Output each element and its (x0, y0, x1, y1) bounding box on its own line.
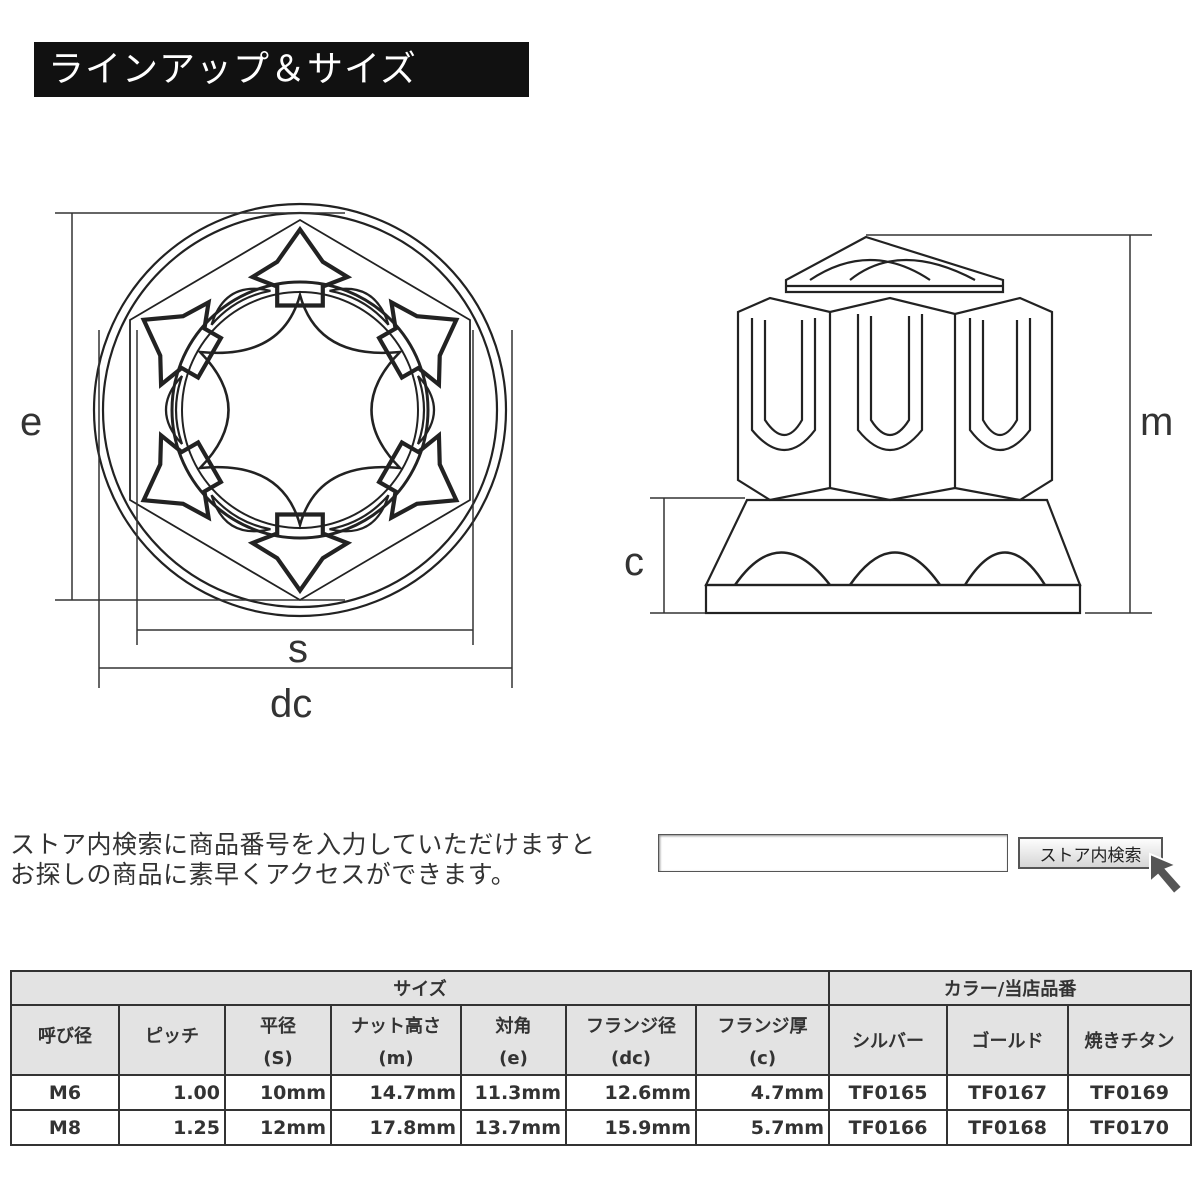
col-header-label: 対角 (495, 1015, 532, 1037)
table-cell: 14.7mm (330, 1074, 462, 1111)
col-header-nut-height: ナット高さ (m) (330, 1004, 462, 1076)
side-view-dimension-lines (650, 234, 1152, 614)
col-header-label: シルバー (852, 1031, 925, 1052)
table-cell: TF0170 (1067, 1109, 1193, 1146)
col-header-symbol: (c) (748, 1047, 777, 1069)
col-header-label: 焼きチタン (1084, 1031, 1175, 1052)
col-header-label: ピッチ (145, 1026, 199, 1047)
col-header-gold: ゴールド (946, 1004, 1070, 1076)
side-view (704, 235, 1082, 615)
dimension-label-s: s (288, 627, 308, 671)
header-group-size: サイズ (9, 970, 831, 1006)
col-header-label: フランジ厚 (717, 1015, 808, 1037)
table-cell: TF0168 (946, 1109, 1070, 1146)
dimension-label-m: m (1140, 400, 1174, 444)
dimension-label-c: c (624, 540, 644, 584)
col-header-label: ナット高さ (351, 1015, 441, 1037)
table-cell: 11.3mm (460, 1074, 567, 1111)
col-header-label: フランジ径 (586, 1015, 676, 1037)
table-cell: TF0165 (828, 1074, 949, 1111)
section-title: ラインアップ＆サイズ (34, 42, 529, 97)
table-row: M6 1.00 10mm 14.7mm 11.3mm 12.6mm 4.7mm … (10, 1074, 1193, 1111)
table-cell: 1.25 (118, 1109, 226, 1146)
col-header-nominal-diameter: 呼び径 (10, 1004, 120, 1076)
table-cell: 12mm (224, 1109, 332, 1146)
top-view-dimension-lines (55, 212, 513, 688)
col-header-label: 呼び径 (38, 1026, 92, 1047)
table-cell: 15.9mm (565, 1109, 697, 1146)
col-header-symbol: (S) (263, 1047, 293, 1069)
nut-dimension-drawing (55, 202, 1152, 688)
search-description-line2: お探しの商品に素早くアクセスができます。 (10, 860, 517, 889)
store-search-input[interactable] (658, 834, 1008, 872)
col-header-symbol: (e) (499, 1047, 528, 1069)
store-search-button[interactable]: ストア内検索 (1018, 837, 1163, 869)
col-header-flange-thickness: フランジ厚 (c) (694, 1004, 831, 1076)
col-header-symbol: (m) (378, 1047, 414, 1069)
table-cell: 13.7mm (460, 1109, 567, 1146)
table-cell: 1.00 (118, 1074, 226, 1111)
table-row: M8 1.25 12mm 17.8mm 13.7mm 15.9mm 5.7mm … (10, 1109, 1193, 1146)
table-cell: M8 (10, 1109, 120, 1146)
col-header-pitch: ピッチ (118, 1004, 226, 1076)
table-cell: 4.7mm (694, 1074, 831, 1111)
col-header-width-across-corners: 対角 (e) (460, 1004, 567, 1076)
col-header-label: 平径 (260, 1015, 296, 1037)
dimension-label-e: e (20, 400, 43, 444)
table-cell: TF0167 (946, 1074, 1070, 1111)
pointer-cursor-icon (1149, 852, 1184, 896)
col-header-width-across-flats: 平径 (S) (224, 1004, 332, 1076)
col-header-symbol: (dc) (610, 1047, 651, 1069)
table-cell: 17.8mm (330, 1109, 462, 1146)
header-group-color: カラー/当店品番 (828, 970, 1193, 1006)
table-cell: TF0169 (1067, 1074, 1193, 1111)
table-cell: 5.7mm (694, 1109, 831, 1146)
col-header-label: ゴールド (971, 1031, 1044, 1052)
col-header-burnt-titanium: 焼きチタン (1067, 1004, 1193, 1076)
top-view (92, 202, 508, 618)
search-description-line1: ストア内検索に商品番号を入力していただけますと (10, 830, 596, 859)
table-cell: 12.6mm (565, 1074, 697, 1111)
search-description: ストア内検索に商品番号を入力していただけますと お探しの商品に素早くアクセスがで… (10, 830, 596, 890)
col-header-silver: シルバー (828, 1004, 949, 1076)
table-cell: M6 (10, 1074, 120, 1111)
dimension-label-dc: dc (270, 682, 313, 726)
size-spec-table: サイズ カラー/当店品番 呼び径 ピッチ 平径 (S) ナット高さ (m) 対角… (9, 970, 1193, 1146)
table-cell: TF0166 (828, 1109, 949, 1146)
table-cell: 10mm (224, 1074, 332, 1111)
col-header-flange-diameter: フランジ径 (dc) (565, 1004, 697, 1076)
